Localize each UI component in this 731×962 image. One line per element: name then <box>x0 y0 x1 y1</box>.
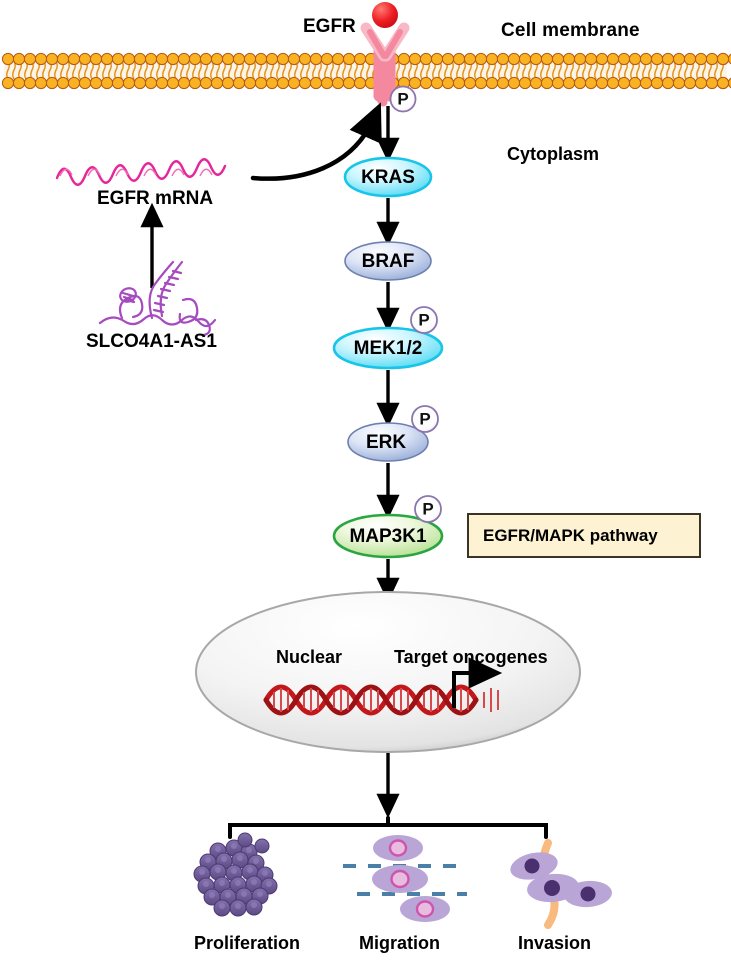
node-mek12[interactable]: MEK1/2 <box>332 326 444 370</box>
invasion-label: Invasion <box>518 933 592 953</box>
transcription-arrow-icon <box>452 657 503 708</box>
slco4a1-as1-icon <box>98 260 217 337</box>
node-kras-label: KRAS <box>361 167 415 188</box>
egfr-label: EGFR <box>303 16 356 37</box>
node-mek12-label: MEK1/2 <box>354 338 423 359</box>
migration-cells <box>372 835 450 922</box>
cell-membrane-bilayer <box>1 52 731 90</box>
phospho-erk-icon: P <box>411 405 439 433</box>
egfr-ligand-icon <box>372 2 398 28</box>
node-braf[interactable]: BRAF <box>344 241 432 281</box>
proliferation-label: Proliferation <box>194 933 301 953</box>
invasion-illustration <box>510 839 612 929</box>
phospho-egfr-icon: P <box>389 85 417 113</box>
dna-helix-icon <box>263 684 499 716</box>
egfr-mrna-label: EGFR mRNA <box>97 188 214 209</box>
node-map3k1-label: MAP3K1 <box>349 526 427 547</box>
phospho-label: P <box>422 499 433 518</box>
node-erk-label: ERK <box>366 432 406 453</box>
node-map3k1[interactable]: MAP3K1 <box>332 513 444 559</box>
phenotype-bracket <box>228 816 548 839</box>
node-braf-label: BRAF <box>362 251 415 272</box>
phospho-label: P <box>397 89 408 108</box>
invasion-cells <box>510 852 612 908</box>
phospho-mek12-icon: P <box>410 306 438 334</box>
node-erk[interactable]: ERK <box>347 422 429 462</box>
cytoplasm-label: Cytoplasm <box>507 144 600 164</box>
arrow-mrna-to-egfr <box>250 102 382 181</box>
target-oncogenes-label: Target oncogenes <box>394 647 548 667</box>
node-kras[interactable]: KRAS <box>343 156 433 198</box>
pathway-callout-box <box>467 513 701 558</box>
migration-label: Migration <box>359 933 440 953</box>
cell-membrane-label: Cell membrane <box>501 20 640 41</box>
nuclear-label: Nuclear <box>276 647 343 667</box>
nucleus <box>195 591 581 753</box>
phospho-label: P <box>418 310 429 329</box>
phospho-map3k1-icon: P <box>414 495 442 523</box>
slco4a1-as1-label: SLCO4A1-AS1 <box>86 331 217 352</box>
migration-illustration <box>343 835 467 922</box>
egfr-receptor <box>360 2 410 107</box>
phospho-label: P <box>419 409 430 428</box>
proliferation-illustration <box>193 832 278 917</box>
pathway-box-label: EGFR/MAPK pathway <box>483 526 658 545</box>
egfr-mrna-icon <box>55 158 227 186</box>
